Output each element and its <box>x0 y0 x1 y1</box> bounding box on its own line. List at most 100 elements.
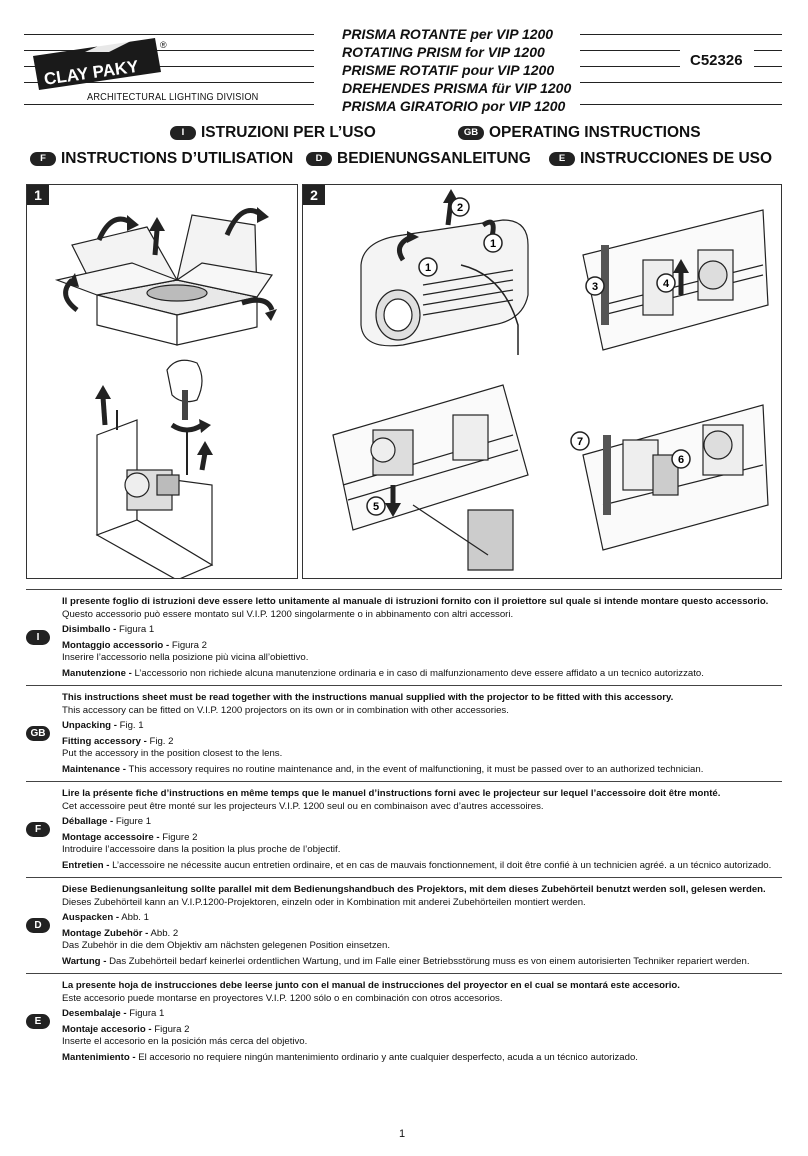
unpack-label: Auspacken - <box>62 912 120 924</box>
header-rule <box>580 50 680 51</box>
lang-heading-it: I ISTRUZIONI PER L’USO <box>170 124 376 142</box>
header-rule <box>24 50 314 51</box>
section-badge: E <box>26 1014 50 1029</box>
hand-illustration <box>166 359 203 403</box>
fit-label: Montaggio accessorio - <box>62 639 170 651</box>
lang-heading-de: D BEDIENUNGSANLEITUNG <box>306 150 531 168</box>
title-it: PRISMA ROTANTE per VIP 1200 <box>342 26 554 42</box>
unpack-ref: Figura 1 <box>119 624 155 636</box>
maint-text: L’accessorio non richiede alcuna manuten… <box>134 667 704 679</box>
figure-2-illustration: 1 2 1 3 4 5 6 7 <box>332 189 769 571</box>
lang-badge: E <box>549 152 575 166</box>
maint-text: This accessory requires no routine maint… <box>128 763 704 775</box>
fit-ref: Figure 2 <box>162 831 198 843</box>
fit-text: Inserte el accesorio en la posición más … <box>62 1036 308 1048</box>
callout-4: 4 <box>663 278 670 290</box>
title-fr: PRISME ROTATIF pour VIP 1200 <box>342 62 555 78</box>
intro-bold: This instructions sheet must be read tog… <box>62 692 674 703</box>
unpack-label: Déballage - <box>62 816 114 828</box>
header-rule <box>24 34 314 35</box>
figure-number: 2 <box>303 185 325 205</box>
maint-text: El accesorio no requiere ningún mantenim… <box>138 1051 638 1063</box>
section-fr: F Lire la présente fiche d’instructions … <box>26 781 782 878</box>
unpack-ref: Figure 1 <box>115 816 152 828</box>
fit-text: Put the accessory in the position closes… <box>62 748 283 760</box>
unpack-label: Disimballo - <box>62 624 117 636</box>
page-number: 1 <box>399 1128 406 1140</box>
lang-label: INSTRUCCIONES DE USO <box>580 150 773 167</box>
section-badge: GB <box>26 726 50 741</box>
lang-label: INSTRUCTIONS D’UTILISATION <box>61 150 294 167</box>
fit-text: Das Zubehör in die dem Objektiv am nächs… <box>62 940 390 952</box>
fit-label: Montaje accesorio - <box>62 1023 152 1035</box>
header-rule <box>24 66 314 67</box>
header-rule <box>754 50 782 51</box>
fit-ref: Abb. 2 <box>150 927 179 939</box>
section-badge: F <box>26 822 50 837</box>
intro-text: Cet accessoire peut être monté sur les p… <box>62 800 544 812</box>
maint-label: Manutenzione - <box>62 667 132 679</box>
interior-illustration-top <box>582 209 769 351</box>
projector-illustration <box>360 219 529 347</box>
title-de: DREHENDES PRISMA für VIP 1200 <box>342 80 572 96</box>
fit-text: Introduire l’accessoire dans la position… <box>62 844 341 856</box>
prism-bracket-illustration <box>95 419 214 581</box>
header-rule <box>754 66 782 67</box>
figure-number: 1 <box>27 185 49 205</box>
callout-5: 5 <box>373 501 379 513</box>
header-rule <box>580 34 782 35</box>
clay-paky-logo: CLAY PAKY <box>33 38 161 90</box>
header-rule <box>24 82 314 83</box>
fit-ref: Figura 2 <box>171 639 208 651</box>
section-es: E La presente hoja de instrucciones debe… <box>26 973 782 1070</box>
lang-label: BEDIENUNGSANLEITUNG <box>337 150 531 167</box>
fit-label: Montage accessoire - <box>62 831 160 843</box>
callout-3: 3 <box>592 281 598 293</box>
interior-illustration-bottom-right <box>582 404 769 551</box>
figure-1-illustration <box>54 207 277 581</box>
lang-heading-gb: GB OPERATING INSTRUCTIONS <box>458 124 701 142</box>
lang-heading-fr: F INSTRUCTIONS D’UTILISATION <box>30 150 293 168</box>
maint-label: Maintenance - <box>62 763 126 775</box>
box-illustration <box>54 214 274 346</box>
maint-label: Mantenimiento - <box>62 1051 136 1063</box>
unpack-label: Unpacking - <box>62 720 117 732</box>
header-rule <box>580 66 680 67</box>
lang-badge: GB <box>458 126 484 140</box>
unpack-ref: Abb. 1 <box>121 912 149 924</box>
fit-ref: Figura 2 <box>154 1023 190 1035</box>
maint-text: Das Zubehörteil bedarf keinerlei ordentl… <box>109 955 750 967</box>
figure-1-panel: 1 <box>26 184 298 581</box>
product-code: C52326 <box>690 52 743 69</box>
callout-7: 7 <box>577 436 583 448</box>
intro-bold: La presente hoja de instrucciones debe l… <box>62 980 680 991</box>
section-badge: I <box>26 630 50 645</box>
maint-label: Wartung - <box>62 955 107 967</box>
lang-badge: F <box>30 152 56 166</box>
header-rule <box>580 104 782 105</box>
maint-text: L’accessoire ne nécessite aucun entretie… <box>112 859 772 871</box>
callout-2: 2 <box>457 202 463 214</box>
product-titles: PRISMA ROTANTE per VIP 1200 ROTATING PRI… <box>342 25 574 115</box>
unpack-ref: Fig. 1 <box>119 720 144 732</box>
unpack-label: Desembalaje - <box>62 1008 127 1020</box>
header-rule <box>580 82 782 83</box>
title-es: PRISMA GIRATORIO por VIP 1200 <box>342 98 566 114</box>
unpack-ref: Figura 1 <box>129 1008 165 1020</box>
lang-label: ISTRUZIONI PER L’USO <box>201 124 376 141</box>
intro-text: Dieses Zubehörteil kann an V.I.P.1200-Pr… <box>62 896 586 908</box>
title-en: ROTATING PRISM for VIP 1200 <box>342 44 545 60</box>
intro-bold: Il presente foglio di istruzioni deve es… <box>62 596 769 607</box>
callout-markers: 1 2 1 3 4 5 6 7 <box>366 197 691 516</box>
fit-ref: Fig. 2 <box>149 735 174 747</box>
section-gb: GB This instructions sheet must be read … <box>26 685 782 782</box>
division-label: ARCHITECTURAL LIGHTING DIVISION <box>87 92 259 103</box>
intro-text: Questo accessorio può essere montato sul… <box>62 608 514 620</box>
intro-text: Este accesorio puede montarse en proyect… <box>62 992 503 1004</box>
lang-label: OPERATING INSTRUCTIONS <box>489 124 701 141</box>
lang-heading-es: E INSTRUCCIONES DE USO <box>549 150 772 168</box>
maint-label: Entretien - <box>62 859 110 871</box>
figure-2-panel: 2 <box>302 184 782 579</box>
intro-bold: Lire la présente fiche d’instructions en… <box>62 788 721 799</box>
screws <box>116 410 188 475</box>
